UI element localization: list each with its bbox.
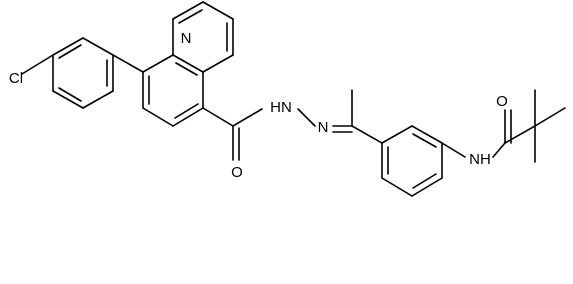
bond [52, 90, 84, 109]
label-n-imine: N [318, 119, 329, 136]
bond [411, 125, 443, 144]
bond [178, 9, 203, 24]
bond [175, 62, 198, 76]
bond [412, 133, 437, 148]
bond [142, 107, 174, 127]
bond [82, 37, 114, 56]
bond [202, 107, 234, 127]
hydrazide-linker [202, 89, 383, 161]
bond [21, 54, 54, 75]
label-cl: Cl [9, 70, 23, 87]
bond [58, 87, 82, 102]
bond [411, 177, 443, 197]
bond [174, 103, 199, 119]
bond [58, 44, 82, 59]
bond [52, 37, 84, 56]
phenyl-ring [381, 125, 443, 197]
quinoline-ring [112, 1, 234, 127]
bond [82, 90, 114, 109]
bond [441, 142, 466, 158]
amide-group [441, 89, 566, 163]
bond [232, 108, 263, 127]
label-nh-amide: NH [469, 151, 491, 168]
bond [172, 107, 204, 127]
bond [381, 125, 413, 144]
bond [202, 54, 234, 73]
atom-labels: Cl N O HN N NH O [9, 30, 508, 181]
bond [297, 108, 316, 127]
bond [492, 142, 506, 158]
label-n-quinoline: N [181, 30, 192, 47]
bond [172, 54, 204, 73]
bond [112, 54, 144, 73]
label-o-hydrazide: O [231, 164, 243, 181]
bond [351, 125, 383, 144]
label-o-amide: O [496, 93, 508, 110]
bond [202, 1, 234, 20]
bond [381, 177, 413, 197]
bond [504, 125, 536, 144]
chlorophenyl-ring [21, 37, 114, 109]
label-hn-hydrazide: HN [270, 99, 292, 116]
bond [142, 54, 174, 73]
bond [534, 107, 566, 127]
bond [172, 1, 204, 20]
bond [412, 173, 437, 189]
